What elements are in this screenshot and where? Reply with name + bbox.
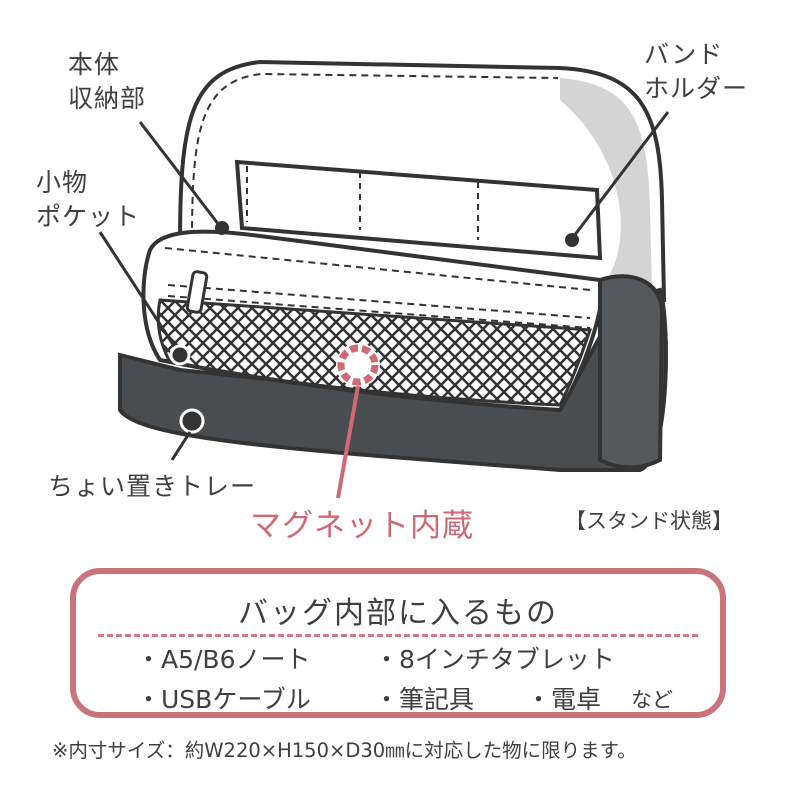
contents-box: バッグ内部に入るもの ・A5/B6ノート ・8インチタブレット ・USBケーブル… [70,568,726,718]
content-item: ・電卓 [526,685,602,714]
size-footnote: ※内寸サイズ：約W220×H150×D30㎜に対応した物に限ります。 [52,739,637,762]
content-item: ・A5/B6ノート [136,645,311,674]
callout-tray: ちょい置きトレー [48,472,257,501]
stand-state-caption: 【スタンド状態】 [565,509,733,533]
dashed-divider [98,634,698,637]
callout-small-pocket: 小物 ポケット [36,166,140,234]
callout-small-pocket-line1: 小物 [36,168,89,197]
callout-main-compartment: 本体 収納部 [68,48,146,116]
content-item: ・USBケーブル [136,685,311,714]
content-item: ・筆記具 [374,685,475,714]
contents-box-title: バッグ内部に入るもの [238,596,558,631]
callout-small-pocket-line2: ポケット [36,202,141,231]
bag-illustration [98,59,670,499]
callout-band-holder-line2: ホルダー [644,74,749,103]
callout-magnet: マグネット内蔵 [250,508,474,544]
content-item: ・8インチタブレット [374,645,615,674]
content-suffix: など [631,688,673,712]
callout-band-holder-line1: バンド [644,40,724,69]
callout-main-compartment-line2: 収納部 [68,84,147,113]
callout-band-holder: バンド ホルダー [644,38,748,106]
callout-main-compartment-line1: 本体 [68,50,121,79]
